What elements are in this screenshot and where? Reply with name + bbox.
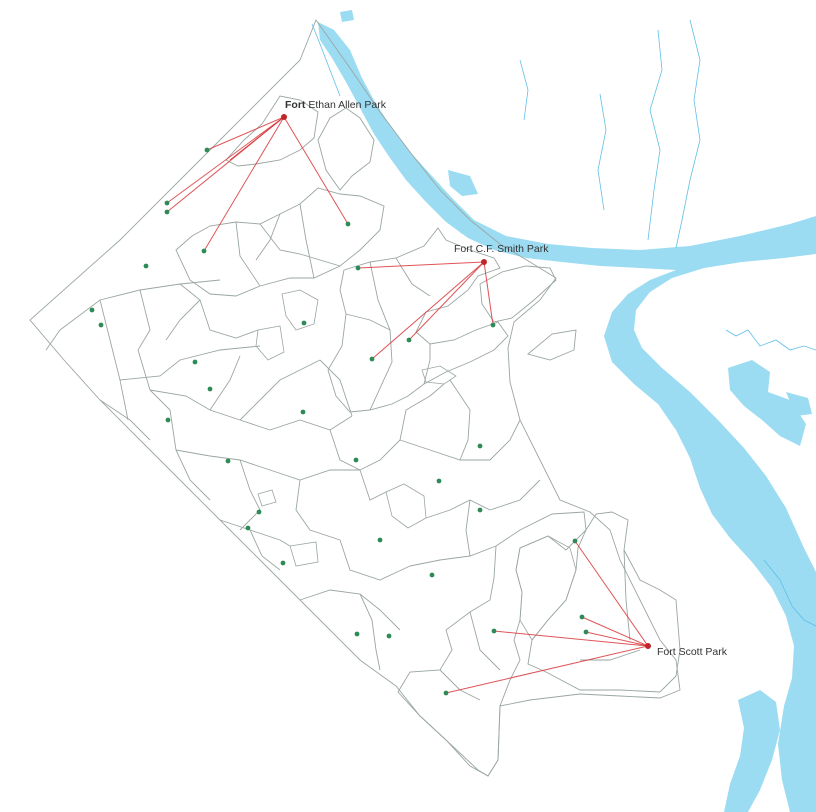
centroid-point[interactable] (386, 633, 392, 639)
stream-2 (647, 29, 663, 241)
service-area-cf-smith (327, 227, 557, 413)
fort-scott-area-east (527, 511, 681, 693)
centroid-point[interactable] (201, 248, 207, 254)
centroid-point[interactable] (491, 628, 497, 634)
east-lake (728, 360, 806, 446)
centroid-point[interactable] (89, 307, 95, 313)
water-layer (311, 10, 816, 812)
centroid-point[interactable] (204, 147, 210, 153)
network-link (483, 261, 494, 326)
neighborhood-lines (45, 279, 541, 671)
network-link (283, 116, 349, 225)
network-link (408, 261, 485, 341)
network-link (229, 116, 285, 161)
park-point-cf-smith[interactable] (481, 259, 487, 265)
label-ethan-allen: Fort Ethan Allen Park (285, 99, 387, 111)
network-link (357, 261, 485, 269)
centroid-point[interactable] (165, 417, 171, 423)
stream-7 (311, 23, 341, 97)
centroid-point[interactable] (280, 560, 286, 566)
centroid-point[interactable] (301, 320, 307, 326)
stream-3 (725, 329, 816, 351)
park-points (281, 114, 651, 649)
detached-parcel (527, 329, 577, 361)
white-parcel-3 (385, 483, 427, 529)
network-link (203, 116, 285, 252)
ethan-allen-area-south (175, 187, 385, 297)
network-link (166, 116, 285, 204)
centroid-point[interactable] (429, 572, 435, 578)
fort-scott-area-west (397, 511, 587, 777)
white-parcel-1 (255, 325, 285, 361)
label-ethan-allen-prefix: Fort (285, 99, 306, 111)
centroid-point[interactable] (164, 209, 170, 215)
potomac-river (318, 22, 816, 812)
bay-inlet (730, 512, 772, 548)
network-link (445, 645, 649, 694)
park-point-fort-scott[interactable] (645, 643, 651, 649)
stream-1 (675, 19, 701, 249)
centroid-point[interactable] (377, 537, 383, 543)
centroid-point[interactable] (443, 690, 449, 696)
centroid-point[interactable] (354, 631, 360, 637)
centroid-point[interactable] (579, 614, 585, 620)
network-link (206, 116, 285, 151)
centroid-point[interactable] (256, 509, 262, 515)
centroid-point[interactable] (192, 359, 198, 365)
label-fort-scott: Fort Scott Park (657, 646, 728, 658)
white-parcel-7 (515, 535, 577, 641)
river-mouth (340, 10, 354, 22)
island-pond (448, 170, 478, 196)
ethan-allen-area-east (317, 107, 375, 191)
white-parcel-2 (281, 289, 319, 331)
centroid-point[interactable] (436, 478, 442, 484)
network-link (581, 616, 649, 647)
centroid-point[interactable] (477, 507, 483, 513)
centroid-points (89, 147, 589, 696)
study-area (29, 19, 681, 777)
network-link (371, 261, 485, 360)
river-bar (386, 138, 472, 234)
ethan-allen-area-north (225, 95, 319, 167)
centroid-point[interactable] (406, 337, 412, 343)
network-link (574, 540, 649, 647)
centroid-point[interactable] (572, 538, 578, 544)
park-labels: Fort Ethan Allen Park Fort C.F. Smith Pa… (285, 99, 728, 658)
cf-smith-area-east (479, 265, 557, 323)
south-shore-water (724, 690, 780, 812)
label-cf-smith: Fort C.F. Smith Park (454, 243, 549, 255)
stream-4 (763, 559, 816, 627)
centroid-point[interactable] (369, 356, 375, 362)
stream-5 (597, 93, 607, 211)
centroid-point[interactable] (225, 458, 231, 464)
centroid-point[interactable] (353, 457, 359, 463)
centroid-point[interactable] (477, 443, 483, 449)
centroid-point[interactable] (98, 322, 104, 328)
network-link (493, 630, 649, 647)
county-outline (29, 19, 681, 777)
east-lake-small (786, 392, 812, 416)
centroid-point[interactable] (345, 221, 351, 227)
centroid-point[interactable] (355, 265, 361, 271)
centroid-point[interactable] (300, 409, 306, 415)
centroid-point[interactable] (143, 263, 149, 269)
stream-6 (519, 59, 529, 121)
centroid-point[interactable] (207, 386, 213, 392)
centroid-point[interactable] (245, 525, 251, 531)
white-parcel-4 (289, 541, 319, 567)
centroid-point[interactable] (490, 322, 496, 328)
park-point-ethan-allen[interactable] (281, 114, 287, 120)
white-parcel-5 (257, 489, 277, 507)
network-link (585, 631, 649, 647)
network-links (166, 116, 649, 694)
label-ethan-allen-rest: Ethan Allen Park (305, 99, 386, 111)
centroid-point[interactable] (164, 200, 170, 206)
service-area-ethan-allen (175, 95, 385, 297)
centroid-point[interactable] (583, 629, 589, 635)
cf-smith-area (327, 227, 509, 413)
